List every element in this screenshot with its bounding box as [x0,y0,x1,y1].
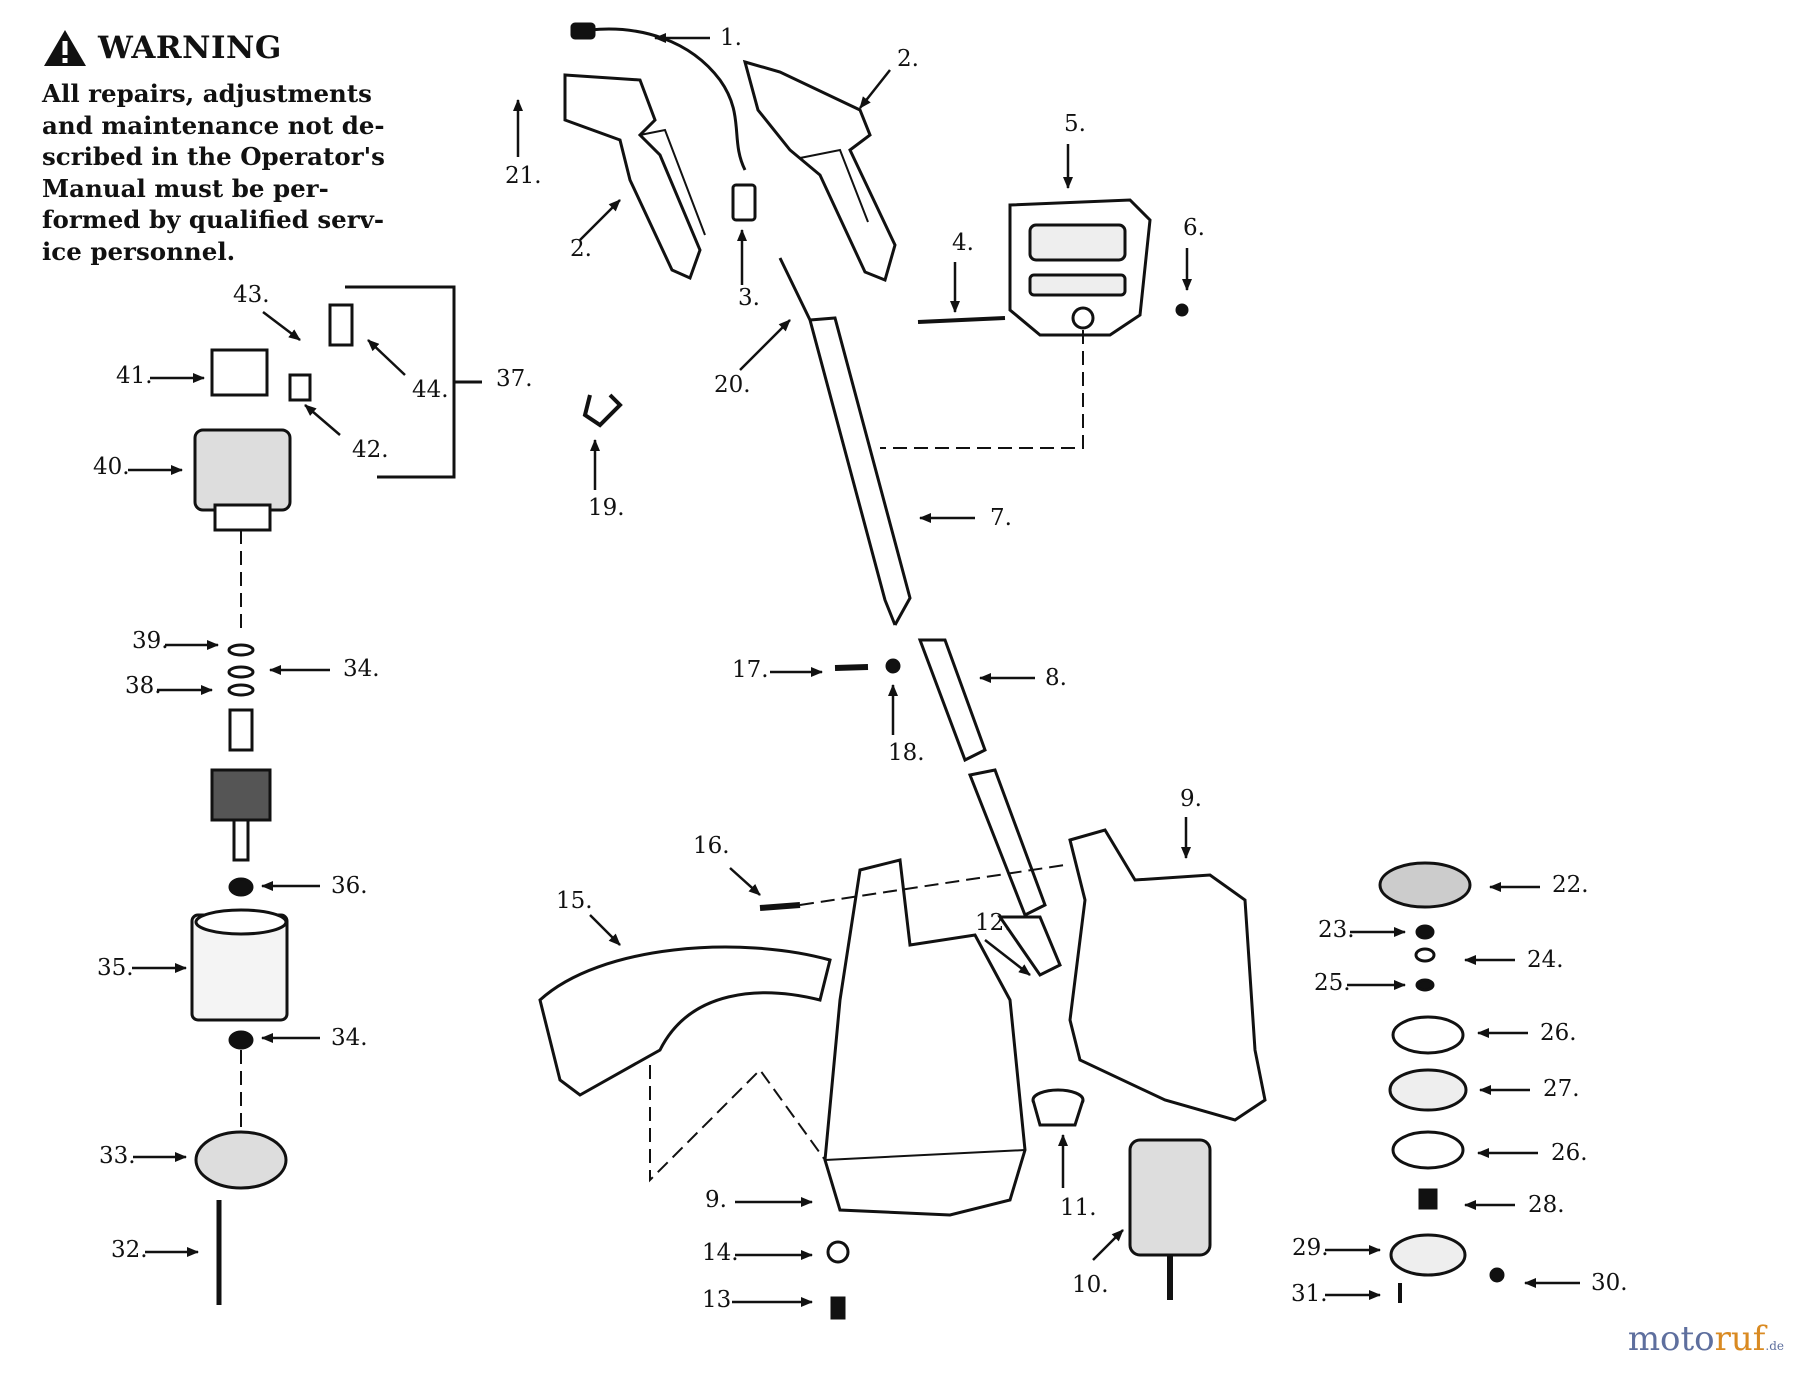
housing-and-guard [538,658,1267,1320]
part-label-43: 43. [233,282,270,308]
warning-line: scribed in the Operator's [42,142,385,171]
warning-notice: WARNING All repairs, adjustments and mai… [42,28,412,267]
part-label-5: 5. [1064,111,1086,137]
part-label-39: 39. [132,628,169,654]
assembly-line [649,1065,826,1183]
brush-parts [288,303,354,402]
brand-watermark: motoruf.de [1628,1319,1784,1359]
part-label-8: 8. [1045,665,1067,691]
part-label-34b: 34. [331,1025,368,1051]
brand-part-2: ruf [1714,1319,1766,1359]
part-label-6: 6. [1183,215,1205,241]
part-label-2a: 2. [897,46,919,72]
warning-line: Manual must be per- [42,173,329,203]
part-label-4: 4. [952,230,974,256]
part-label-23: 23. [1318,917,1355,943]
spool-assembly-exploded [1378,861,1505,1303]
warning-line: and maintenance not de- [42,110,385,140]
handle-assembly [563,22,1062,977]
part-label-30: 30. [1591,1270,1628,1296]
part-label-40: 40. [93,454,130,480]
warning-title: WARNING [98,30,282,66]
part-label-42: 42. [352,437,389,463]
warning-heading: WARNING [42,28,412,68]
part-label-22: 22. [1552,872,1589,898]
part-label-9b: 9. [705,1187,727,1213]
part-label-19: 19. [588,495,625,521]
part-label-31: 31. [1291,1281,1328,1307]
assembly-line [880,330,1084,449]
part-label-13: 13 [702,1287,731,1313]
part-labels: 1. 2. 2. 3. 4. 5. 6. 7. 8. 9. 9. 10. 11. 12. 13 14. 15. 1… [93,25,1628,1313]
part-label-26b: 26. [1551,1140,1588,1166]
part-label-12: 12. [975,910,1012,936]
part-label-44: 44. [412,377,449,403]
part-label-3: 3. [738,285,760,311]
part-label-24: 24. [1527,947,1564,973]
part-label-34a: 34. [343,656,380,682]
warning-line: ice personnel. [42,236,236,266]
part-label-36: 36. [331,873,368,899]
cord-clip [582,393,623,428]
brand-part-1: moto [1627,1319,1715,1359]
part-label-20: 20. [714,372,751,398]
part-label-21: 21. [505,163,542,189]
warning-line: All repairs, adjustments [42,79,372,108]
part-label-15: 15. [556,888,593,914]
part-label-32: 32. [111,1237,148,1263]
part-label-29: 29. [1292,1235,1329,1261]
part-label-14: 14. [702,1240,739,1266]
part-label-41: 41. [116,363,153,389]
part-label-1: 1. [720,25,742,51]
part-label-17: 17. [732,657,769,683]
part-label-9a: 9. [1180,786,1202,812]
part-label-27: 27. [1543,1076,1580,1102]
part-label-26a: 26. [1540,1020,1577,1046]
part-label-7: 7. [990,505,1012,531]
part-label-18: 18. [888,740,925,766]
warning-line: formed by qualified serv- [42,205,385,234]
part-label-16: 16. [693,833,730,859]
leader-arrows [128,33,1580,1307]
part-label-37: 37. [496,366,533,392]
support-grip [917,198,1189,337]
warning-text: All repairs, adjustments and maintenance… [42,78,412,267]
part-label-10: 10. [1072,1272,1109,1298]
assembly-line [799,864,1066,906]
brand-part-3: .de [1765,1339,1784,1353]
motor-assembly-exploded [190,348,292,1305]
part-label-33: 33. [99,1143,136,1169]
part-label-25: 25. [1314,970,1351,996]
part-label-28: 28. [1528,1192,1565,1218]
part-label-2b: 2. [570,236,592,262]
part-label-11: 11. [1060,1195,1097,1221]
warning-triangle-icon [44,30,86,66]
part-label-35: 35. [97,955,134,981]
part-label-38: 38. [125,673,162,699]
